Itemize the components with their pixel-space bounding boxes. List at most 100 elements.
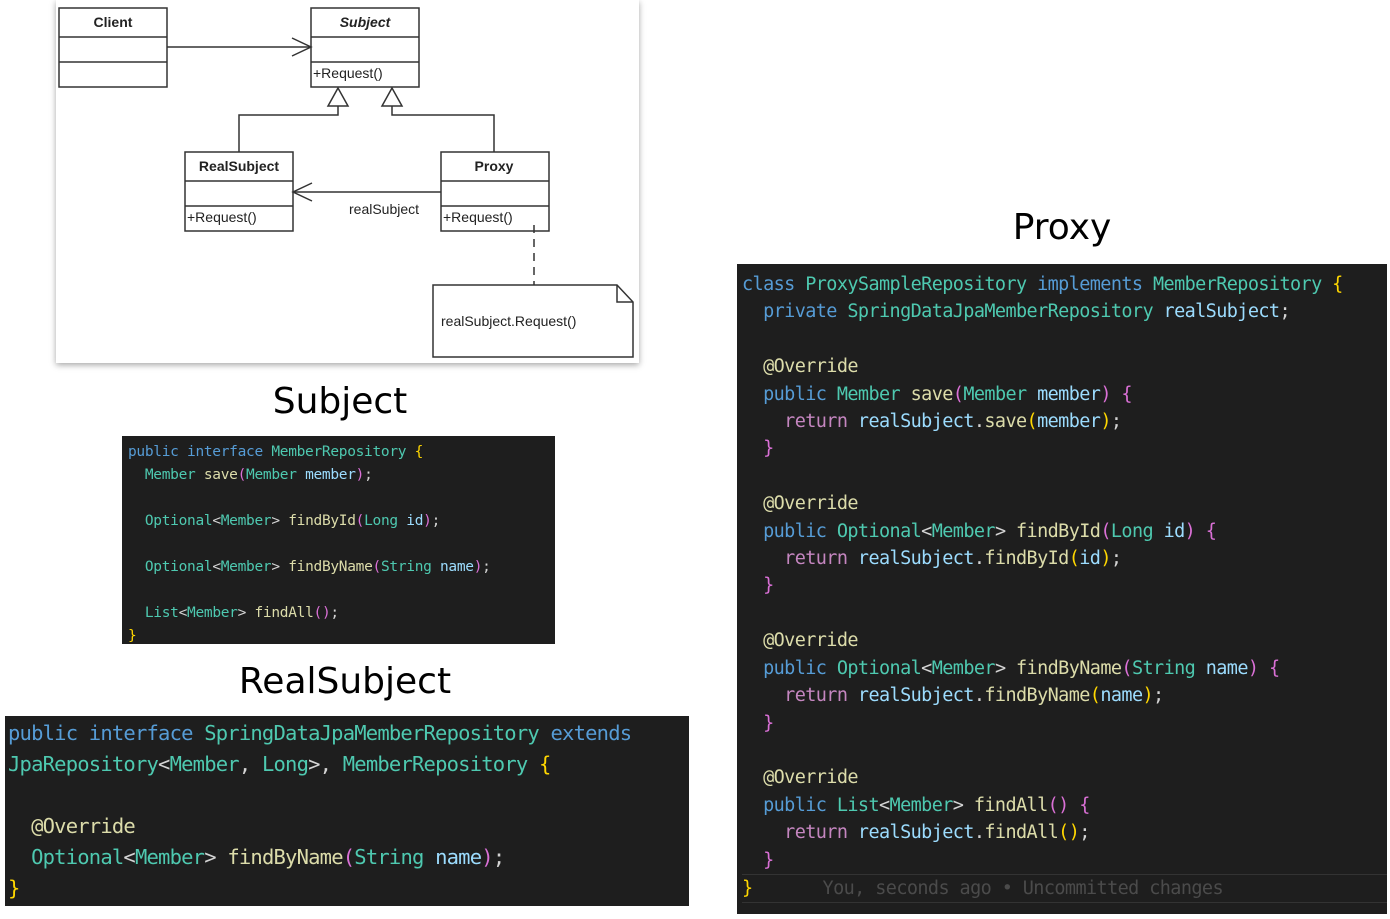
code-token: Member — [931, 520, 996, 542]
code-token: extends — [550, 721, 632, 745]
code-token: findById — [1016, 520, 1101, 542]
code-token: id — [406, 513, 424, 529]
code-token: id — [1079, 548, 1101, 570]
subject-method: +Request() — [313, 65, 383, 81]
code-line — [8, 780, 689, 811]
code-token: ( — [952, 383, 964, 405]
code-token: findById — [984, 548, 1069, 570]
code-token: { — [1268, 657, 1280, 679]
code-token: ( — [237, 467, 247, 483]
code-token: ; — [1079, 822, 1090, 844]
code-line: public Optional<Member> findById(Long id… — [742, 518, 1387, 545]
code-token: String — [354, 845, 436, 869]
code-token: } — [8, 876, 20, 900]
code-token: @Override — [742, 767, 858, 789]
code-token: Optional — [128, 559, 213, 575]
code-token: Member — [246, 467, 306, 483]
code-token: findAll — [254, 605, 314, 621]
subject-code-panel: public interface MemberRepository { Memb… — [122, 436, 555, 644]
code-token: < — [212, 513, 221, 529]
code-token: id — [1163, 520, 1186, 542]
realsubject-method: +Request() — [187, 209, 257, 225]
code-token: MemberRepository — [271, 444, 415, 460]
code-line — [742, 737, 1387, 764]
code-line: } — [742, 847, 1387, 874]
code-line — [128, 579, 555, 602]
code-token: ProxySampleRepository — [805, 274, 1038, 295]
code-token: { — [1332, 274, 1343, 295]
code-token: name — [439, 559, 474, 575]
code-token: ; — [482, 559, 491, 575]
code-token: Long — [1110, 520, 1164, 542]
code-token: Long — [364, 513, 407, 529]
code-line: public Optional<Member> findByName(Strin… — [742, 655, 1387, 682]
code-token: Member — [128, 467, 204, 483]
code-line: @Override — [8, 811, 689, 842]
code-token: Member — [187, 605, 238, 621]
code-token: { — [1121, 383, 1132, 405]
code-token: @Override — [742, 630, 858, 652]
code-line — [742, 463, 1387, 490]
code-token: List — [128, 605, 179, 621]
code-line: return realSubject.save(member); — [742, 408, 1387, 435]
code-token: < — [921, 520, 932, 542]
code-token: MemberRepository — [342, 752, 539, 776]
code-line: public List<Member> findAll() { — [742, 792, 1387, 819]
git-blame-annotation: You, seconds ago • Uncommitted changes — [822, 877, 1224, 899]
code-line: return realSubject.findAll(); — [742, 819, 1387, 846]
code-token: ) — [1100, 383, 1122, 405]
realsubject-class-box — [184, 151, 294, 232]
code-line: } — [742, 435, 1387, 462]
code-token: ; — [1110, 548, 1122, 570]
code-token: < — [879, 794, 890, 816]
code-token: > — [994, 657, 1017, 679]
code-token: class — [742, 274, 806, 295]
proxy-class-box — [440, 151, 550, 232]
code-line: @Override — [742, 490, 1387, 517]
subject-title: Subject — [272, 381, 408, 422]
code-token: realSubject — [1163, 301, 1281, 323]
closing-brace: } — [742, 877, 753, 899]
code-token: return — [742, 685, 858, 707]
code-token: > — [271, 513, 289, 529]
code-token: ; — [1110, 411, 1122, 433]
code-token: member — [1037, 383, 1101, 405]
proxy-method: +Request() — [443, 209, 513, 225]
code-token: findByName — [1016, 657, 1122, 679]
code-token: ; — [431, 513, 441, 529]
code-token: < — [921, 657, 932, 679]
code-token: private — [742, 301, 848, 323]
code-line: @Override — [742, 764, 1387, 791]
code-token: public — [742, 794, 837, 816]
code-token: } — [742, 438, 774, 460]
code-token: return — [742, 411, 858, 433]
code-token: ) — [1100, 548, 1111, 570]
code-token: < — [158, 752, 170, 776]
code-token: ) — [1247, 657, 1269, 679]
code-line: return realSubject.findByName(name); — [742, 682, 1387, 709]
code-token: Member — [220, 559, 272, 575]
code-line: List<Member> findAll(); — [128, 602, 555, 625]
code-token: Member — [220, 513, 272, 529]
code-token: realSubject — [857, 411, 975, 433]
code-line: public interface MemberRepository { — [128, 441, 555, 464]
code-token: ; — [330, 605, 339, 621]
code-token: } — [128, 628, 137, 644]
code-token: ) — [1142, 685, 1154, 707]
code-token: Optional — [836, 520, 922, 542]
code-line: Optional<Member> findById(Long id); — [128, 510, 555, 533]
code-token: ( — [1026, 411, 1038, 433]
code-token: ) — [1184, 520, 1206, 542]
code-line: public interface SpringDataJpaMemberRepo… — [8, 718, 689, 749]
code-token: Optional — [8, 845, 124, 869]
code-token: Long — [261, 752, 309, 776]
client-label: Client — [94, 14, 133, 30]
code-token: . — [973, 411, 985, 433]
code-token: findByName — [984, 685, 1090, 707]
client-class-box — [58, 7, 168, 88]
code-token: . — [973, 548, 985, 570]
proxy-title: Proxy — [1012, 207, 1112, 248]
code-token: return — [742, 548, 858, 570]
code-token: ) — [423, 513, 432, 529]
